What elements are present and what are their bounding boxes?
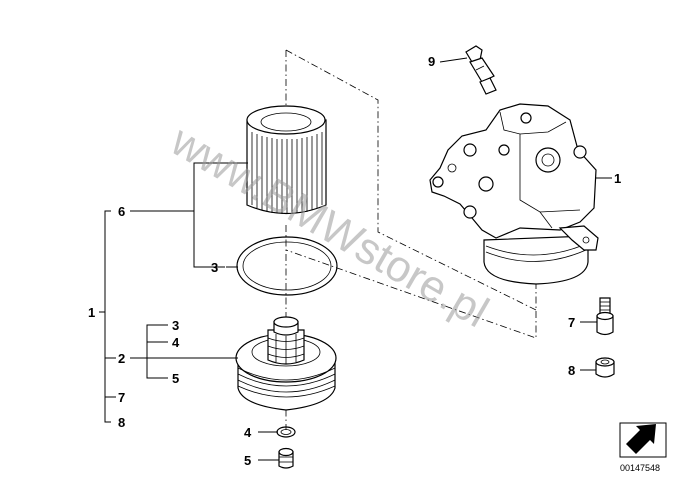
diagram-number-box: 00147548: [619, 422, 667, 473]
callout-4-group: 4: [172, 335, 180, 350]
hex-nut: [595, 357, 615, 378]
callout-4-washer: 4: [244, 425, 252, 440]
callout-3-group: 3: [172, 318, 179, 333]
callout-6: 6: [118, 204, 125, 219]
callout-5-group: 5: [172, 371, 179, 386]
callout-3-ring: 3: [211, 260, 218, 275]
callout-2: 2: [118, 351, 125, 366]
drain-plug: [278, 447, 294, 469]
filter-cover: [235, 316, 337, 411]
assembly-centerlines: [285, 49, 537, 430]
watermark-text: www.BMWstore.pl: [162, 116, 496, 337]
arrow-icon: [626, 424, 656, 454]
callout-8-set: 8: [118, 415, 125, 430]
callout-5-plug: 5: [244, 453, 251, 468]
callout-8-nut: 8: [568, 363, 575, 378]
callout-7-set: 7: [118, 390, 125, 405]
oil-filter-element: [246, 105, 327, 215]
callout-numbers: 9 1 7 8 6 3 1 3 4 2 5 7 8 4 5: [88, 54, 621, 468]
oil-filter-housing: [429, 103, 599, 285]
diagram-number: 00147548: [620, 463, 660, 473]
sealing-ring: [236, 236, 338, 296]
oil-pressure-switch: [465, 45, 497, 95]
stud-bolt: [596, 297, 614, 336]
callout-1-set: 1: [88, 305, 95, 320]
callout-1-housing: 1: [614, 171, 621, 186]
callout-leader-lines: [99, 57, 612, 461]
callout-7-stud: 7: [568, 315, 575, 330]
callout-9: 9: [428, 54, 435, 69]
